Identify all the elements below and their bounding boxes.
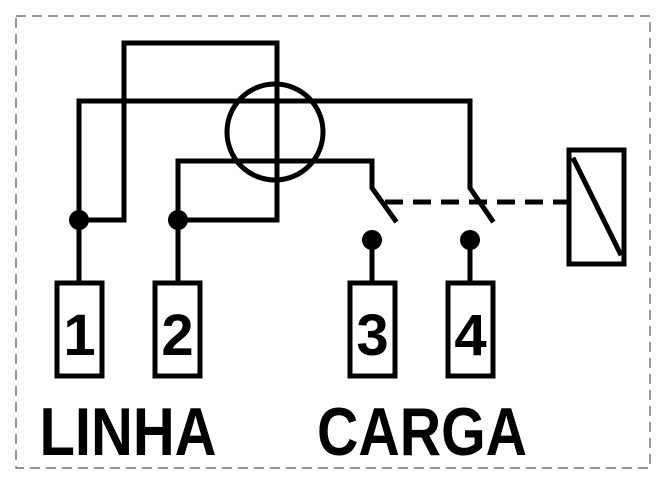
junction-dot-2 — [168, 210, 188, 230]
terminal-box-4 — [445, 280, 496, 379]
terminal-number-1: 1 — [63, 303, 95, 368]
terminal-box-3 — [347, 280, 398, 379]
wire-terminal-1 — [76, 98, 496, 286]
terminal-number-2: 2 — [161, 303, 193, 368]
wire-terminal-2 — [175, 158, 399, 286]
label-load: CARGA — [317, 394, 527, 470]
label-line: LINHA — [40, 394, 217, 470]
terminal-number-4: 4 — [454, 303, 486, 368]
junction-dot-1 — [69, 210, 89, 230]
diagram-border — [15, 15, 651, 469]
wire-current-loop — [76, 40, 280, 223]
terminal-number-3: 3 — [356, 303, 388, 368]
relay-coil-diagonal — [570, 156, 624, 257]
terminal-box-2 — [152, 280, 203, 379]
terminal-box-1 — [54, 280, 105, 379]
